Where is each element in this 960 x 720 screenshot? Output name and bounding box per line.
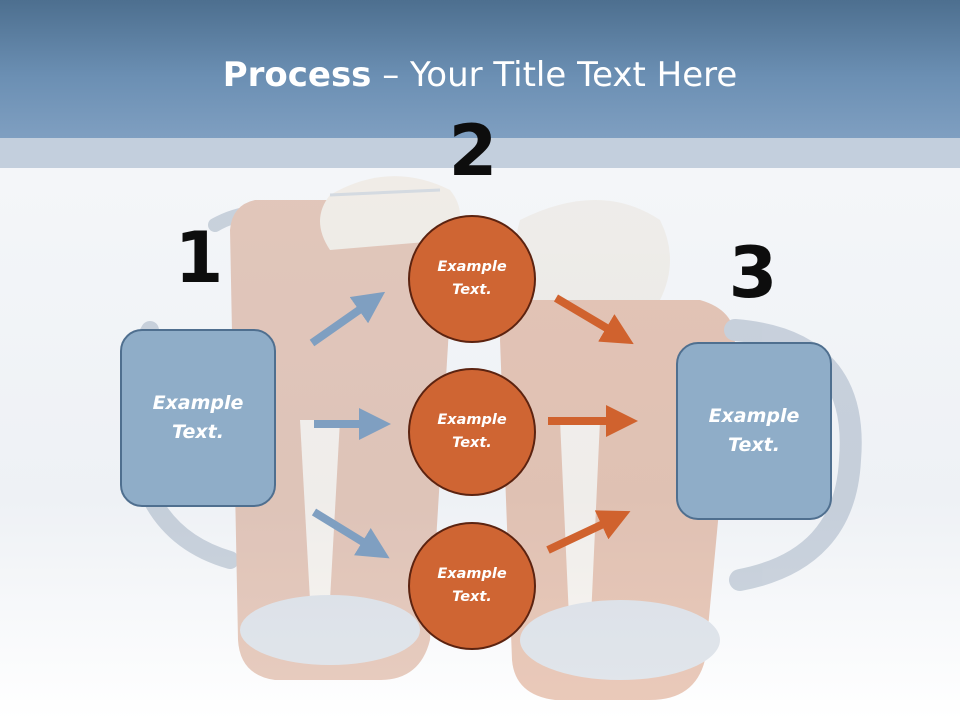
step-2-circle-middle: Example Text. (408, 368, 536, 496)
title-header: Process – Your Title Text Here (0, 0, 960, 138)
arrow-from-circle-bottom (546, 510, 631, 554)
slide-title: Process – Your Title Text Here (0, 52, 960, 98)
step-3-box: Example Text. (676, 342, 832, 520)
step-3-label: Example Text. (708, 405, 800, 456)
step-1-box: Example Text. (120, 329, 276, 507)
step-number-3: 3 (728, 232, 778, 314)
step-number-2: 2 (448, 110, 498, 192)
header-sub-band (0, 138, 960, 168)
arrow-from-circle-top (553, 294, 634, 345)
title-bold: Process (222, 55, 372, 95)
arrow-to-circle-bottom (311, 508, 390, 559)
step-1-label: Example Text. (152, 392, 244, 443)
arrow-to-circle-top (309, 291, 386, 347)
step-2-circle-bottom: Example Text. (408, 522, 536, 650)
step-2-circle-top: Example Text. (408, 215, 536, 343)
step-number-1: 1 (174, 217, 224, 299)
circle-top-label: Example Text. (437, 259, 507, 298)
title-rest: – Your Title Text Here (371, 55, 738, 95)
circle-middle-label: Example Text. (437, 412, 507, 451)
circle-bottom-label: Example Text. (437, 566, 507, 605)
